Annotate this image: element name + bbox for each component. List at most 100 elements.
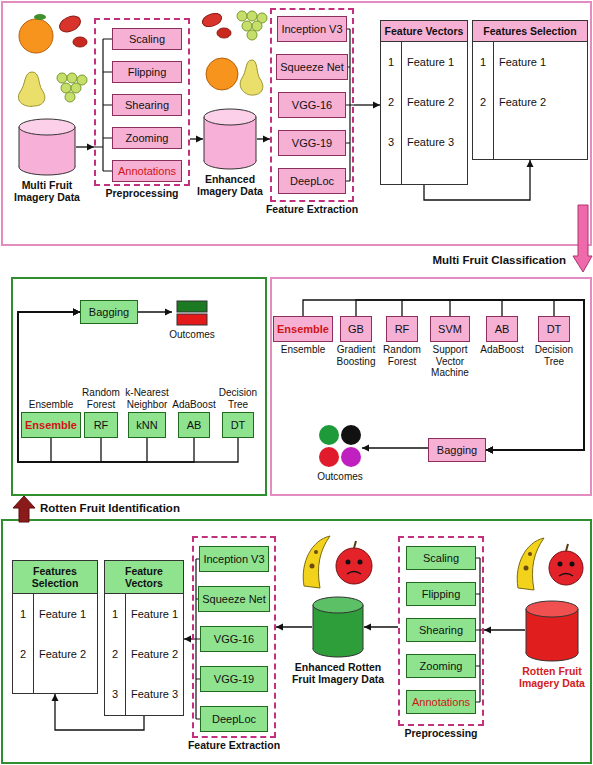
outcome-dot	[341, 447, 361, 467]
box-label: Squeeze Net	[202, 593, 266, 605]
table-body: 1Feature 12Feature 2	[473, 42, 587, 159]
fruit-slice	[73, 37, 87, 47]
classifier-name: k-Nearest Neighbor	[122, 387, 172, 410]
process-box: Shearing	[406, 618, 476, 642]
outcome-bar	[177, 301, 207, 312]
process-box: kNNk-Nearest Neighbor	[128, 412, 166, 438]
box-label: VGG-19	[292, 137, 332, 149]
arrow-head	[276, 624, 283, 631]
table-header: Features Selection	[473, 21, 587, 42]
connector-line	[486, 300, 584, 450]
arrow-head	[73, 309, 80, 316]
table-row: 1Feature 1	[13, 594, 97, 634]
classifier-name: Ensemble	[26, 399, 76, 411]
bracket	[94, 39, 112, 171]
grape	[252, 21, 262, 31]
process-box: DeepLoc	[278, 168, 346, 194]
box-label: VGG-16	[292, 99, 332, 111]
section-label: Rotten Fruit Identification	[40, 502, 240, 514]
process-box: Shearing	[112, 94, 182, 116]
box-label: Shearing	[125, 99, 169, 111]
process-box: Annotations	[406, 690, 476, 714]
cylinder-top	[313, 597, 363, 613]
rotten-fruit-illustration	[303, 536, 372, 588]
feature-name: Feature 3	[125, 688, 178, 700]
apple-eye	[358, 560, 363, 565]
table-row: 2Feature 2	[473, 82, 587, 122]
outcome-bar	[177, 314, 207, 325]
outcome-bars: Outcomes	[172, 300, 212, 326]
pear	[18, 72, 44, 106]
table-row: 1Feature 1	[473, 42, 587, 82]
outcome-circles: Outcomes	[318, 424, 362, 468]
apple-stem	[354, 541, 356, 548]
row-number: 2	[105, 648, 125, 660]
classifier-name: Support Vector Machine	[425, 344, 475, 379]
group-box: PreprocessingScalingFlippingShearingZoom…	[398, 536, 484, 726]
connector	[486, 300, 584, 454]
box-label: DT	[547, 323, 562, 335]
process-box: Squeeze Net	[276, 54, 348, 80]
group-label: Preprocessing	[94, 187, 190, 199]
classifier-name: AdaBoost	[169, 399, 219, 411]
database-cylinder: Enhanced Rotten Fruit Imagery Data	[312, 596, 364, 658]
process-box: Inception V3	[277, 16, 347, 42]
arrow-head	[486, 447, 493, 454]
box-label: Flipping	[422, 588, 461, 600]
process-box: GBGradient Boosting	[340, 316, 372, 342]
connector	[18, 309, 80, 463]
connector	[356, 300, 584, 454]
orange	[206, 58, 238, 90]
database-cylinder: Rotten Fruit Imagery Data	[525, 600, 579, 662]
connector	[18, 309, 238, 463]
apple	[549, 551, 583, 585]
database-cylinder: Multi Fruit Imagery Data	[18, 118, 76, 176]
table-header-text: Feature Vectors	[385, 25, 464, 37]
banana	[517, 538, 544, 590]
table-body: 1Feature 12Feature 23Feature 3	[381, 42, 467, 184]
feature-name: Feature 1	[33, 608, 86, 620]
connector	[184, 636, 192, 643]
table-header: Feature Vectors	[105, 561, 183, 594]
outcome-bars-shape	[172, 300, 212, 326]
box-label: RF	[395, 323, 410, 335]
table-row: 3Feature 3	[105, 674, 183, 714]
arrow-head	[364, 624, 371, 631]
apple-eye	[558, 562, 563, 567]
row-number: 1	[13, 608, 33, 620]
database-cylinder: Enhanced Imagery Data	[203, 108, 257, 170]
connector-line	[18, 312, 238, 462]
feature-table: Features Selection1Feature 12Feature 2	[472, 20, 588, 160]
cylinder-shape	[312, 596, 364, 658]
connector-line	[402, 300, 584, 450]
table-header: Features Selection	[13, 561, 97, 594]
arrow-head	[52, 694, 59, 701]
cylinder-top	[19, 119, 75, 135]
box-label: Annotations	[412, 696, 470, 708]
connector	[486, 300, 584, 454]
arrow-head	[73, 309, 80, 316]
connector	[18, 309, 194, 463]
box-label: SVM	[438, 323, 462, 335]
group-box: Feature ExtractionInception V3Squeeze Ne…	[270, 8, 354, 202]
group-label: Preprocessing	[393, 727, 489, 739]
leaf	[34, 14, 46, 20]
process-box: Zooming	[406, 654, 476, 678]
box-label: Zooming	[420, 660, 463, 672]
process-box: Squeeze Net	[198, 586, 270, 612]
process-box: EnsembleEnsemble	[273, 316, 333, 342]
box-label: Ensemble	[25, 419, 77, 431]
box-label: DeepLoc	[212, 713, 256, 725]
cylinder-shape	[203, 108, 257, 170]
box-label: Scaling	[423, 552, 459, 564]
row-number: 2	[381, 96, 401, 108]
row-number: 2	[13, 648, 33, 660]
process-box: DTDecision Tree	[538, 316, 570, 342]
connector-line	[356, 300, 584, 450]
process-box: Bagging	[80, 300, 138, 324]
table-header: Feature Vectors	[381, 21, 467, 42]
fruit-slice	[201, 11, 224, 29]
banana	[303, 536, 330, 588]
grape	[247, 30, 257, 40]
box-label: Bagging	[437, 444, 477, 456]
